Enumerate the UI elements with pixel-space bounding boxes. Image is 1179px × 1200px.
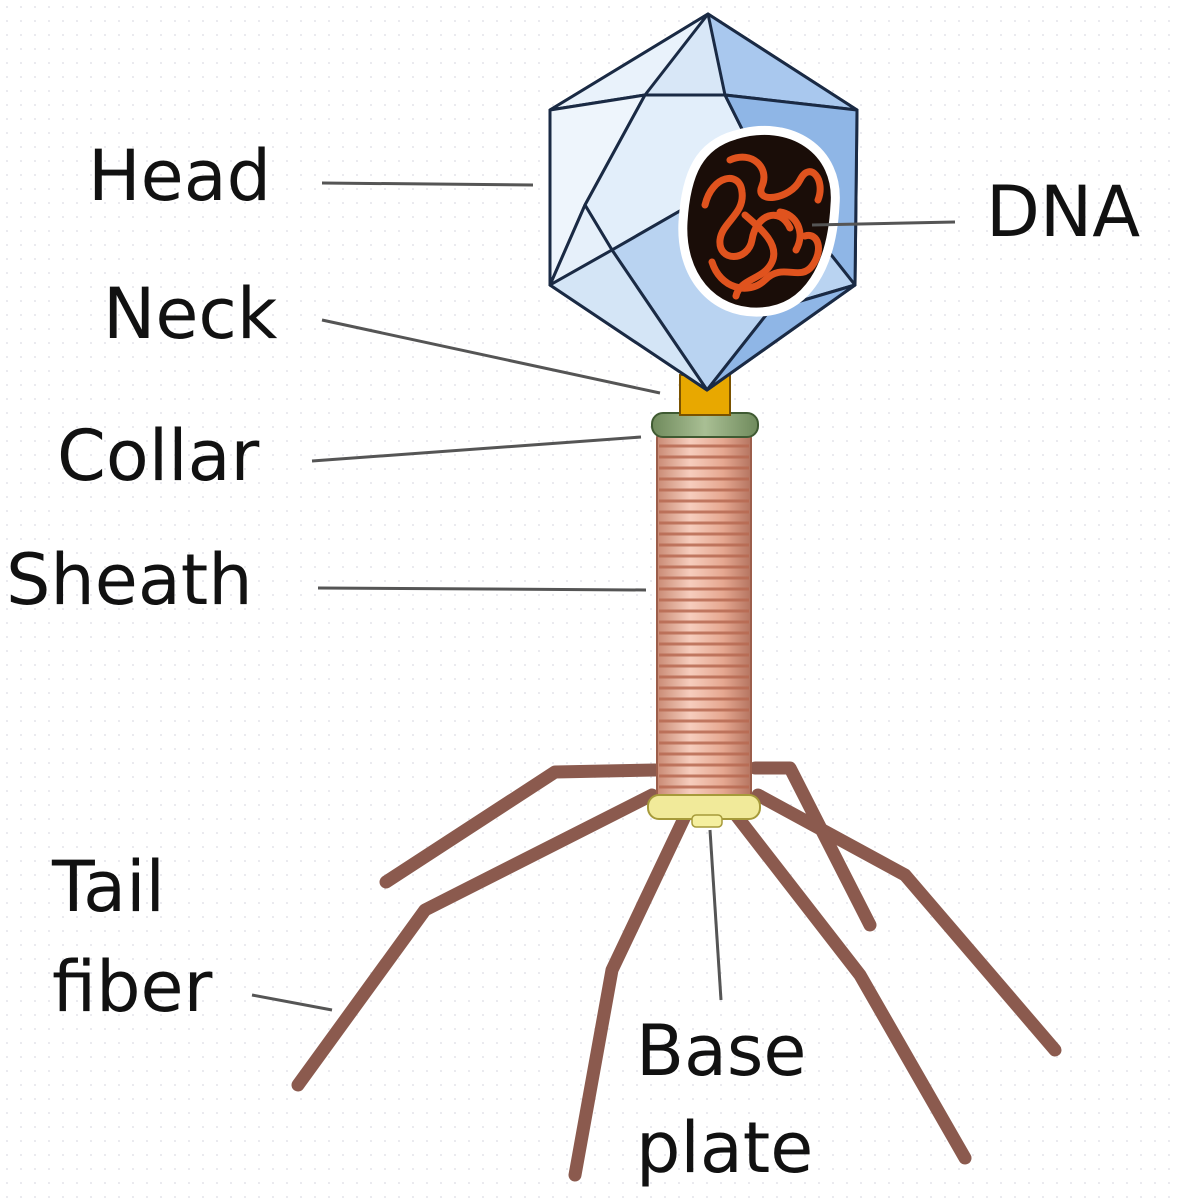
leader-collar	[311, 435, 642, 463]
label-sheath: Sheath	[6, 539, 253, 621]
label-head: Head	[88, 135, 272, 217]
leader-base-plate	[708, 829, 723, 1001]
leader-neck	[321, 318, 661, 395]
label-dna: DNA	[986, 171, 1141, 253]
label-collar: Collar	[57, 415, 260, 497]
label-tail-fiber: Tail fiber	[52, 837, 212, 1037]
base-plate	[647, 794, 761, 828]
label-tail-fiber-line-2: fiber	[52, 946, 213, 1028]
leader-head	[321, 181, 534, 187]
tail-fibers	[291, 761, 1062, 1182]
tail-fiber-6	[748, 761, 877, 932]
label-base-plate-line-2: plate	[636, 1107, 814, 1189]
tail-fiber-2	[291, 788, 659, 1092]
collar	[651, 412, 759, 438]
leader-lines	[251, 181, 956, 1012]
tail-fiber-3	[568, 803, 695, 1182]
tail-fiber-1	[379, 763, 662, 889]
label-tail-fiber-line-1: Tail	[52, 846, 165, 928]
label-neck: Neck	[103, 273, 278, 355]
sheath	[656, 431, 752, 803]
dna-core	[678, 126, 840, 317]
dna-strands	[701, 153, 824, 300]
sheath-rings	[659, 444, 749, 789]
label-base-plate-line-1: Base	[636, 1010, 807, 1092]
leader-tail-fiber	[251, 993, 333, 1012]
leader-dna	[811, 220, 956, 227]
tail-fiber-5	[751, 788, 1062, 1057]
label-base-plate: Base plate	[636, 1003, 813, 1197]
leader-sheath	[317, 586, 647, 592]
tail-fiber-4	[725, 803, 972, 1165]
